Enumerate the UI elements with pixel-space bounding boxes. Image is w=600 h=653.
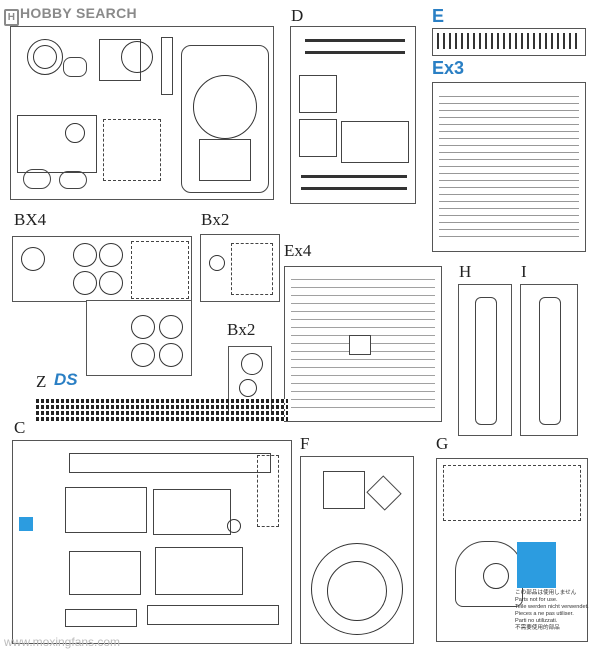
part-road-wheel-1 (73, 243, 97, 267)
part-wheel-c (131, 343, 155, 367)
sprue-label-f: F (300, 434, 310, 453)
part-cupola (65, 123, 85, 143)
notice-line-1: この部品は使用しません (515, 590, 577, 596)
part-plate-a (65, 609, 137, 627)
sprue-label-e: E (432, 6, 445, 26)
track-links (437, 33, 581, 49)
notice-line-3: Teile werden nicht verwendet. (515, 604, 589, 610)
part-idler-b (239, 379, 257, 397)
part-barrel-1 (305, 39, 405, 42)
part-barrel-3 (301, 175, 407, 178)
sprue-label-i: I (521, 262, 527, 281)
part-fender (539, 297, 561, 425)
part-hull (181, 45, 269, 193)
part-wheel-b (159, 315, 183, 339)
part-tray (17, 115, 97, 173)
part-ring (121, 41, 153, 73)
part-wheel-hub (33, 45, 57, 69)
part-center-block (349, 335, 371, 355)
sprue-bx4-top (12, 236, 192, 302)
part-sprocket (21, 247, 45, 271)
notice-line-4: Pieces a ne pas utiliser. (515, 611, 574, 617)
part-hatch (63, 57, 87, 77)
part-cover-2 (59, 171, 87, 189)
part-turret-ring (193, 75, 257, 139)
part-knob (227, 519, 241, 533)
sprue-label-c: C (14, 418, 26, 437)
part-wheel-d (159, 343, 183, 367)
part-fender (475, 297, 497, 425)
sprue-label-d: D (291, 6, 304, 25)
unused-parts-swatch (517, 542, 556, 588)
part-plate-b (147, 605, 279, 625)
sprue-label-g: G (436, 434, 449, 453)
link-grid (439, 91, 579, 243)
sprue-ex4 (284, 266, 442, 422)
sprue-ex3 (432, 82, 586, 252)
part-side-panel (69, 453, 271, 473)
part-glacis (155, 547, 243, 595)
part-idlers (131, 241, 189, 299)
part-road-wheel-3 (73, 271, 97, 295)
part-wheel (27, 39, 63, 75)
sprue-label-ex3: Ex3 (432, 58, 465, 78)
sprue-h (458, 284, 512, 436)
sprue-a (10, 26, 274, 200)
logo-icon: H (4, 9, 19, 26)
part-commander-cupola (483, 563, 509, 589)
part-hull-bottom (69, 551, 141, 595)
part-sprocket-b (241, 353, 263, 375)
part-engine-deck (199, 139, 251, 181)
part-rear-plate (153, 489, 231, 535)
part-small-wheel (209, 255, 225, 271)
track-row-2 (36, 405, 288, 409)
track-row-4 (36, 417, 288, 421)
sprue-bx2-bottom (228, 346, 272, 414)
logo-text: HOBBY SEARCH (20, 5, 137, 21)
part-rod (161, 37, 173, 95)
part-box-2 (299, 119, 337, 157)
part-road-wheel-2 (99, 243, 123, 267)
sprue-label-h: H (459, 262, 472, 281)
part-small-bits (103, 119, 161, 181)
part-block (323, 471, 365, 509)
sprue-label-bx4: BX4 (14, 210, 47, 229)
sprue-label-z: Z (36, 372, 47, 391)
part-turret-base (311, 543, 403, 635)
part-tools (257, 455, 279, 527)
unused-parts-notice: この部品は使用しません Parts not for use. Teile wer… (515, 590, 589, 632)
sprue-f (300, 456, 414, 644)
sprue-g (436, 458, 588, 642)
notice-line-5: Parti no utilizzati. (515, 618, 558, 624)
notice-line-2: Parts not for use. (515, 597, 558, 603)
track-row-1 (36, 399, 288, 403)
part-road-wheel-4 (99, 271, 123, 295)
sprue-label-ex4: Ex4 (284, 241, 312, 260)
sprue-e (432, 28, 586, 56)
part-diamond (366, 475, 402, 511)
sprue-label-bx2-top: Bx2 (201, 210, 230, 229)
sprue-d (290, 26, 416, 204)
highlight-unused-part (19, 517, 33, 531)
sprue-bx2-top (200, 234, 280, 302)
sprue-bx4-bottom (86, 300, 192, 376)
part-wheel-a (131, 315, 155, 339)
part-turret-ring-inner (327, 561, 387, 621)
part-engine (65, 487, 147, 533)
part-panel (341, 121, 409, 163)
ds-logo: DS (54, 370, 78, 389)
part-suspension (231, 243, 273, 295)
watermark: www.moxingfans.com (4, 635, 121, 649)
sprue-c (12, 440, 292, 644)
sprue-i (520, 284, 578, 436)
notice-line-6: 不需要使用的部品 (515, 625, 560, 631)
part-cover-1 (23, 169, 51, 189)
sprue-label-bx2-bottom: Bx2 (227, 320, 256, 339)
part-hull-top (443, 465, 581, 521)
part-barrel-4 (301, 187, 407, 190)
track-row-3 (36, 411, 288, 415)
part-box-1 (299, 75, 337, 113)
part-barrel-2 (305, 51, 405, 54)
